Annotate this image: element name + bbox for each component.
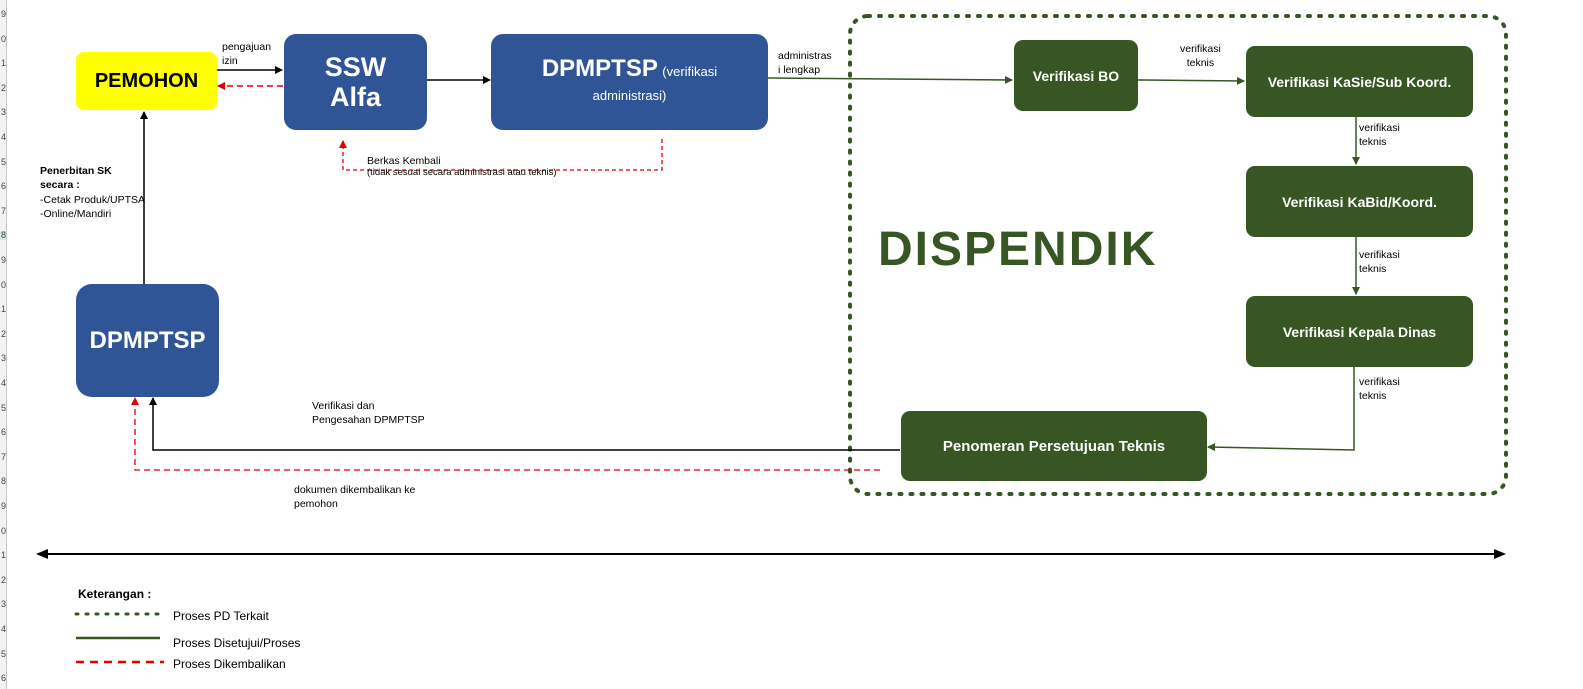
row-number: 7	[0, 452, 6, 462]
row-number: 4	[0, 625, 6, 634]
row-number: 5	[0, 649, 6, 659]
row-number: 9	[0, 256, 6, 265]
label-penerbitan-title: Penerbitan SK secara :	[40, 165, 112, 191]
row-number: 4	[0, 133, 6, 142]
label-administrasi-lengkap: administras i lengkap	[778, 50, 832, 76]
node-ssw-line2: Alfa	[329, 82, 381, 112]
label-berkas-kembali-note: (tidak sesuai secara administrasi atau t…	[367, 167, 557, 178]
node-verifikasi-kasie-label: Verifikasi KaSie/Sub Koord.	[1267, 73, 1452, 90]
row-number: 9	[0, 502, 6, 511]
node-verifikasi-kadis-label: Verifikasi Kepala Dinas	[1282, 323, 1437, 340]
node-verifikasi-kabid-label: Verifikasi KaBid/Koord.	[1282, 193, 1437, 210]
row-number: 5	[0, 157, 6, 167]
row-number: 7	[0, 206, 6, 216]
row-number: 1	[0, 59, 6, 69]
row-number: 6	[0, 674, 6, 684]
row-number: 0	[0, 34, 6, 44]
label-verifikasi-teknis-bo-kasie: verifikasi teknis	[1180, 43, 1221, 69]
arrow-dokumen-dikembalikan	[131, 397, 880, 471]
row-number: 2	[0, 83, 6, 93]
legend-item-solid: Proses Disetujui/Proses	[173, 636, 301, 650]
separator-arrowhead-left	[36, 549, 48, 559]
row-number-gutter: 9 0 1 2 3 4 5 6 7 8 9 0 1 2 3 4 5 6 7 8 9 0 1 2 3 4 5 6	[0, 0, 7, 689]
node-verifikasi-kasie[interactable]: Verifikasi KaSie/Sub Koord.	[1246, 46, 1473, 117]
row-number: 0	[0, 280, 6, 290]
row-number: 5	[0, 403, 6, 413]
row-number: 6	[0, 428, 6, 438]
legend-title: Keterangan :	[78, 587, 152, 601]
row-number: 3	[0, 108, 6, 118]
region-title-dispendik: DISPENDIK	[878, 223, 1158, 276]
node-verifikasi-bo[interactable]: Verifikasi BO	[1014, 40, 1138, 111]
node-verifikasi-kadis[interactable]: Verifikasi Kepala Dinas	[1246, 296, 1473, 367]
node-penomeran[interactable]: Penomeran Persetujuan Teknis	[901, 411, 1207, 481]
label-verifikasi-teknis-kabid-kadis: verifikasi teknis	[1359, 249, 1400, 275]
node-verifikasi-kabid[interactable]: Verifikasi KaBid/Koord.	[1246, 166, 1473, 237]
row-number: 8	[0, 231, 6, 241]
row-number: 3	[0, 600, 6, 610]
label-pengajuan-izin: pengajuan izin	[222, 41, 272, 67]
node-pemohon[interactable]: PEMOHON	[76, 52, 217, 110]
node-dpmptsp-bottom-label: DPMPTSP	[89, 326, 206, 354]
label-berkas-kembali: Berkas Kembali	[367, 155, 441, 167]
node-penomeran-label: Penomeran Persetujuan Teknis	[942, 437, 1166, 455]
arrow-bo-kasie	[1137, 76, 1245, 85]
node-pemohon-label: PEMOHON	[94, 69, 199, 92]
node-dpmptsp-sub: (verifikasi administrasi)	[592, 63, 718, 103]
arrow-penomeran-dpmptsp	[149, 397, 900, 451]
node-verifikasi-bo-label: Verifikasi BO	[1032, 67, 1120, 84]
legend-item-dashed: Proses Dikembalikan	[173, 657, 286, 671]
row-number: 2	[0, 575, 6, 585]
row-number: 3	[0, 354, 6, 364]
row-number: 4	[0, 379, 6, 388]
label-verifikasi-teknis-kadis-penomeran: verifikasi teknis	[1359, 376, 1400, 402]
node-dpmptsp-bottom[interactable]: DPMPTSP	[76, 284, 219, 397]
arrow-berkas-kembali	[339, 139, 663, 171]
node-ssw-alfa[interactable]: SSW Alfa	[284, 34, 427, 130]
node-dpmptsp-main: DPMPTSP	[541, 54, 658, 82]
label-verifikasi-pengesahan: Verifikasi dan Pengesahan DPMPTSP	[312, 400, 425, 426]
node-dpmptsp-verifikasi-text: DPMPTSP (verifikasi administrasi)	[509, 54, 750, 108]
legend-item-dotted: Proses PD Terkait	[173, 609, 269, 623]
separator-arrowhead-right	[1494, 549, 1506, 559]
row-number: 1	[0, 305, 6, 315]
dispendik-region	[848, 14, 1508, 496]
row-number: 0	[0, 526, 6, 536]
arrow-kadis-penomeran	[1207, 367, 1355, 452]
node-dpmptsp-verifikasi[interactable]: DPMPTSP (verifikasi administrasi)	[491, 34, 768, 130]
row-number: 9	[0, 10, 6, 19]
row-number: 2	[0, 329, 6, 339]
arrow-administrasi-lengkap	[767, 75, 1013, 84]
node-ssw-line1: SSW	[324, 52, 387, 82]
label-penerbitan-items: -Cetak Produk/UPTSA -Online/Mandiri	[40, 194, 146, 220]
row-number: 8	[0, 477, 6, 487]
label-verifikasi-teknis-kasie-kabid: verifikasi teknis	[1359, 122, 1400, 148]
label-dokumen-dikembalikan: dokumen dikembalikan ke pemohon	[294, 484, 416, 510]
row-number: 1	[0, 551, 6, 561]
row-number: 6	[0, 182, 6, 192]
